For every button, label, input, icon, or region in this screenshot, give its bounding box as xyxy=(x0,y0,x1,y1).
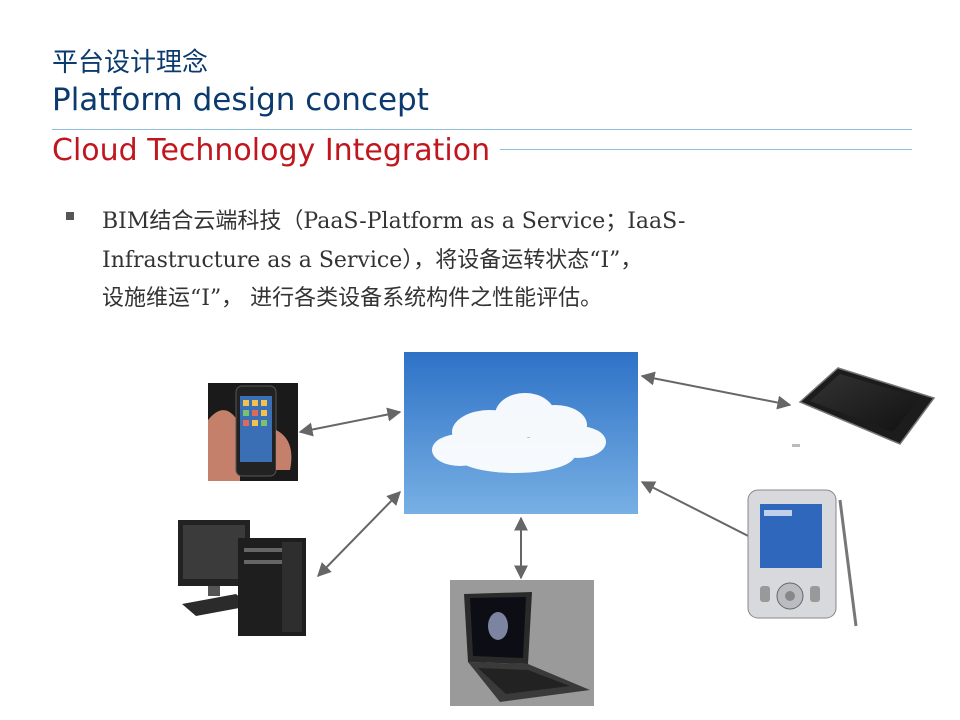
body-text-line: 设施维运“I”， 进行各类设备系统构件之性能评估。 xyxy=(102,286,603,311)
section-subtitle: Cloud Technology Integration xyxy=(52,133,491,168)
laptop-icon xyxy=(450,580,594,706)
pda-icon xyxy=(747,489,858,627)
bullet-marker xyxy=(66,212,74,220)
page-title-english: Platform design concept xyxy=(52,82,429,118)
subtitle-divider xyxy=(500,149,912,150)
cloud-image xyxy=(404,352,638,514)
connection-arrows xyxy=(298,371,792,580)
body-text-line: BIM结合云端科技（PaaS-Platform as a Service；Iaa… xyxy=(102,209,686,234)
header-divider xyxy=(52,129,912,130)
desktop-computer-icon xyxy=(178,520,306,636)
arrow-pda xyxy=(640,481,768,546)
smartphone-icon xyxy=(208,383,298,481)
arrow-phone xyxy=(298,407,402,437)
arrow-tablet xyxy=(640,371,792,410)
page-title-chinese: 平台设计理念 xyxy=(52,48,209,78)
tablet-icon xyxy=(792,367,936,447)
arrow-desktop xyxy=(317,490,401,578)
body-text-line: Infrastructure as a Service），将设备运转状态“I”， xyxy=(102,248,643,273)
